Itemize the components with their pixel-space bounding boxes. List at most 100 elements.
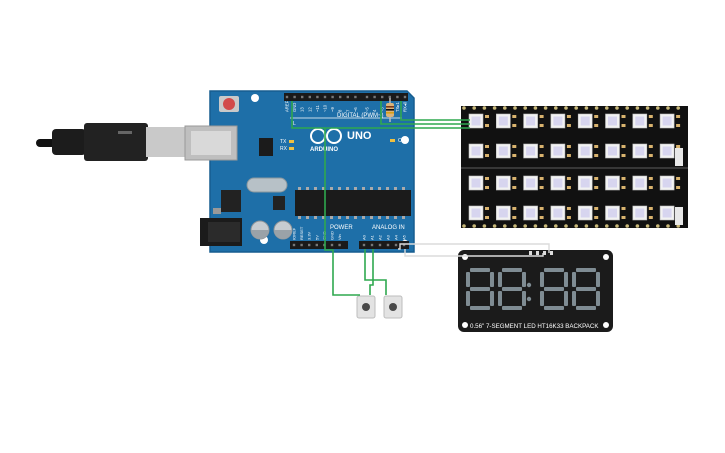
- arduino-model: UNO: [347, 130, 372, 142]
- analog-pin[interactable]: [386, 243, 390, 247]
- digital-pin[interactable]: [381, 95, 384, 99]
- digital-pin[interactable]: [316, 95, 319, 99]
- pushbutton-cap[interactable]: [362, 303, 370, 311]
- wire-button1-gnd[interactable]: [324, 128, 360, 296]
- neopixel-led[interactable]: [659, 113, 681, 129]
- neopixel-led[interactable]: [632, 205, 653, 221]
- digital-pin[interactable]: [373, 95, 376, 99]
- power-pin-label: RESET: [299, 226, 304, 240]
- analog-pin[interactable]: [362, 243, 366, 247]
- neopixel-led[interactable]: [523, 143, 544, 159]
- pushbutton-1[interactable]: [356, 295, 376, 319]
- neopixel-led[interactable]: [523, 205, 544, 221]
- analog-pin[interactable]: [402, 243, 406, 247]
- neopixel-matrix[interactable]: [461, 106, 688, 228]
- neopixel-led[interactable]: [468, 113, 489, 129]
- digital-pin[interactable]: [293, 95, 296, 99]
- neopixel-led[interactable]: [550, 175, 571, 191]
- neopixel-led[interactable]: [468, 175, 489, 191]
- analog-pin[interactable]: [394, 243, 398, 247]
- digital-pin[interactable]: [308, 95, 311, 99]
- mount-hole: [603, 322, 609, 328]
- neopixel-led[interactable]: [577, 175, 599, 191]
- neopixel-led[interactable]: [577, 205, 599, 221]
- wire-button2[interactable]: [364, 249, 387, 295]
- neopixel-led[interactable]: [523, 113, 544, 129]
- digital-pin-label: ~5: [365, 107, 370, 112]
- neopixel-led[interactable]: [605, 205, 626, 221]
- resistor[interactable]: [386, 98, 394, 122]
- i2c-wires: [398, 243, 550, 257]
- neopixel-led[interactable]: [659, 175, 681, 191]
- neopixel-led[interactable]: [550, 143, 571, 159]
- digital-pin-label: ~11: [315, 105, 320, 112]
- digital-pin[interactable]: [301, 95, 304, 99]
- neopixel-led[interactable]: [523, 175, 544, 191]
- neopixel-led[interactable]: [632, 143, 653, 159]
- neopixel-led[interactable]: [550, 205, 571, 221]
- neopixel-led[interactable]: [605, 143, 626, 159]
- colon-dot: [526, 282, 532, 288]
- seven-segment-digit: [466, 268, 494, 310]
- digital-pin-label: 13: [300, 107, 305, 112]
- neopixel-led[interactable]: [468, 143, 489, 159]
- tx-label: TX: [280, 139, 287, 145]
- digital-pin[interactable]: [354, 95, 357, 99]
- neopixel-led[interactable]: [577, 113, 599, 129]
- neopixel-led[interactable]: [632, 175, 653, 191]
- neopixel-led[interactable]: [495, 143, 517, 159]
- power-pin[interactable]: [338, 243, 341, 247]
- wire-button1[interactable]: [369, 249, 374, 295]
- pushbutton-cap[interactable]: [389, 303, 397, 311]
- on-led: [390, 139, 395, 142]
- power-pin[interactable]: [300, 243, 303, 247]
- reset-button[interactable]: [223, 98, 235, 110]
- analog-pin[interactable]: [370, 243, 374, 247]
- analog-pin[interactable]: [378, 243, 382, 247]
- neopixel-led[interactable]: [468, 205, 489, 221]
- wire-matrix-data[interactable]: [380, 101, 470, 125]
- digital-pin[interactable]: [339, 95, 342, 99]
- wire-matrix-gnd[interactable]: [291, 101, 470, 129]
- wire-display-scl[interactable]: [398, 243, 550, 253]
- seven-segment-digit: [498, 268, 526, 310]
- on-label: ON: [398, 138, 406, 144]
- usb-cable[interactable]: [36, 123, 186, 161]
- neopixel-led[interactable]: [495, 205, 517, 221]
- power-pin[interactable]: [315, 243, 318, 247]
- usb-symbol-icon: [118, 131, 132, 134]
- power-pin[interactable]: [330, 243, 334, 247]
- digital-pin[interactable]: [346, 95, 349, 99]
- digital-pin-label: TX▸1: [395, 102, 400, 112]
- arduino-brand: ARDUINO: [310, 147, 338, 153]
- neopixel-led[interactable]: [577, 143, 599, 159]
- chip-pins: [298, 187, 405, 219]
- neopixel-led[interactable]: [550, 113, 571, 129]
- power-pin[interactable]: [292, 243, 296, 247]
- digital-pin[interactable]: [365, 95, 369, 99]
- wire-display-sda[interactable]: [404, 249, 544, 257]
- neopixel-led[interactable]: [495, 175, 517, 191]
- seven-segment-display[interactable]: 0.56" 7-SEGMENT LED HT16K33 BACKPACK: [458, 250, 613, 332]
- digital-pin[interactable]: [285, 95, 289, 99]
- neopixel-led[interactable]: [632, 113, 653, 129]
- power-pin[interactable]: [308, 243, 311, 247]
- digital-pin[interactable]: [323, 95, 327, 99]
- pushbutton-2[interactable]: [383, 295, 403, 319]
- atmega-chip: [295, 190, 411, 216]
- digital-pin-label: ~3: [380, 107, 385, 112]
- digital-pin[interactable]: [396, 95, 399, 99]
- display-header-pins: [529, 251, 553, 255]
- matrix-pcb: [461, 106, 688, 228]
- seven-segment-digit: [540, 268, 568, 310]
- digital-pin[interactable]: [331, 95, 334, 99]
- digital-pin[interactable]: [388, 95, 391, 99]
- digital-pin[interactable]: [403, 95, 407, 99]
- neopixel-led[interactable]: [495, 113, 517, 129]
- neopixel-led[interactable]: [605, 113, 626, 129]
- wire-matrix-vcc[interactable]: [400, 101, 470, 121]
- usb-socket-inner: [191, 131, 231, 155]
- neopixel-led[interactable]: [605, 175, 626, 191]
